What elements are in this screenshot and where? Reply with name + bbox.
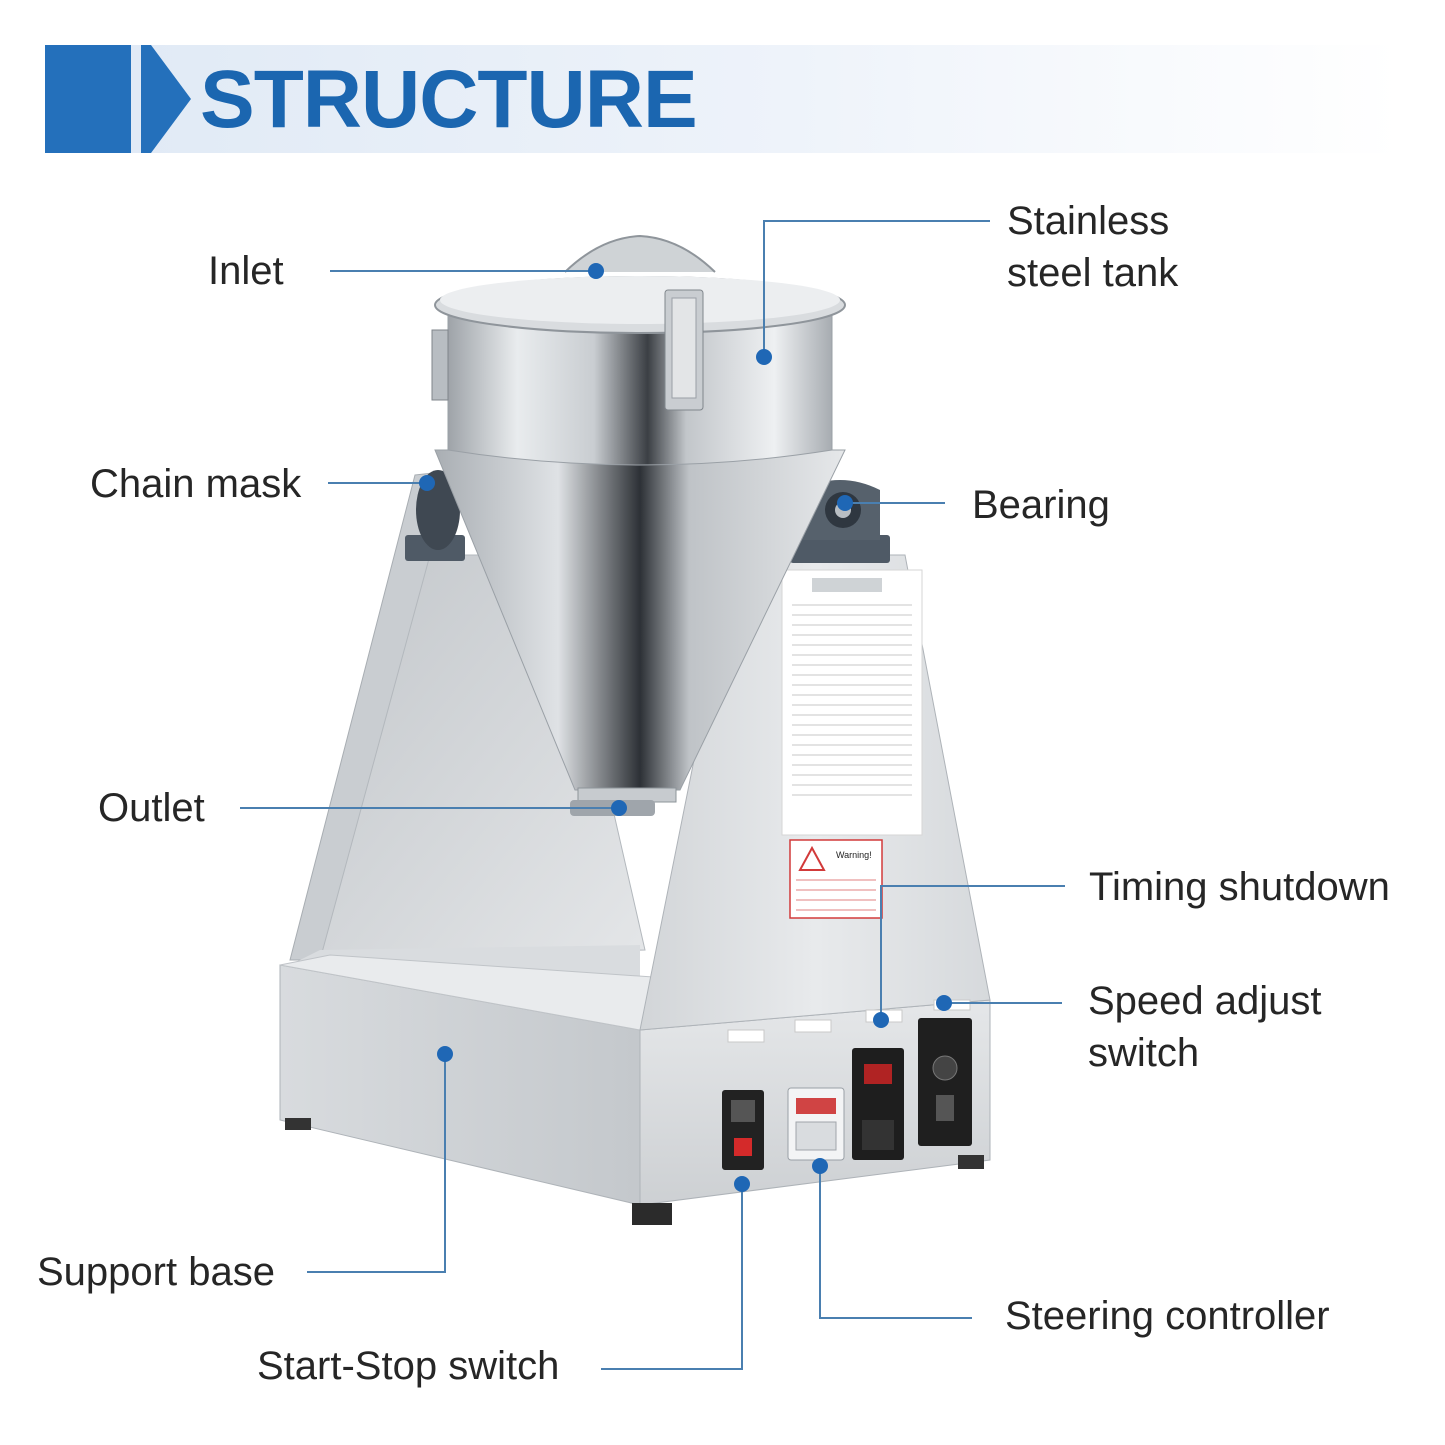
label-bearing: Bearing xyxy=(972,483,1110,527)
leader-tank xyxy=(763,220,990,357)
speed-controller-unit xyxy=(918,1018,972,1146)
label-timing-shutdown: Timing shutdown xyxy=(1089,865,1390,909)
page-title: STRUCTURE xyxy=(200,54,698,145)
label-chain-mask: Chain mask xyxy=(90,462,302,506)
label-inlet: Inlet xyxy=(208,249,284,293)
callout-dots xyxy=(419,263,952,1192)
warning-sticker-text: Warning! xyxy=(836,850,872,860)
label-tank-line-2: steel tank xyxy=(1007,251,1179,295)
label-speed-adjust-switch: Speed adjust switch xyxy=(1088,975,1322,1079)
start-stop-button xyxy=(734,1138,752,1156)
label-steering-controller: Steering controller xyxy=(1005,1294,1330,1338)
leader-support xyxy=(307,1054,446,1273)
label-stainless-steel-tank: Stainless steel tank xyxy=(1007,195,1178,299)
leader-lines xyxy=(240,220,1065,1370)
label-tank-line-1: Stainless xyxy=(1007,199,1170,243)
leader-start-stop xyxy=(601,1184,743,1370)
lid-handle xyxy=(564,234,716,273)
warning-sticker xyxy=(789,839,883,919)
leader-timing xyxy=(880,885,1065,1020)
bearing-block xyxy=(790,535,890,563)
label-support-base: Support base xyxy=(37,1250,275,1294)
chevron-right-icon xyxy=(141,45,191,153)
label-speed-line-1: Speed adjust xyxy=(1088,979,1322,1023)
label-speed-line-2: switch xyxy=(1088,1031,1200,1075)
header-accent-block xyxy=(45,45,131,153)
header-banner xyxy=(45,45,1400,153)
leader-steering xyxy=(819,1166,972,1319)
label-start-stop-switch: Start-Stop switch xyxy=(257,1344,560,1388)
stainless-tank xyxy=(447,309,833,466)
label-outlet: Outlet xyxy=(98,786,205,830)
instruction-sheet xyxy=(781,569,923,836)
